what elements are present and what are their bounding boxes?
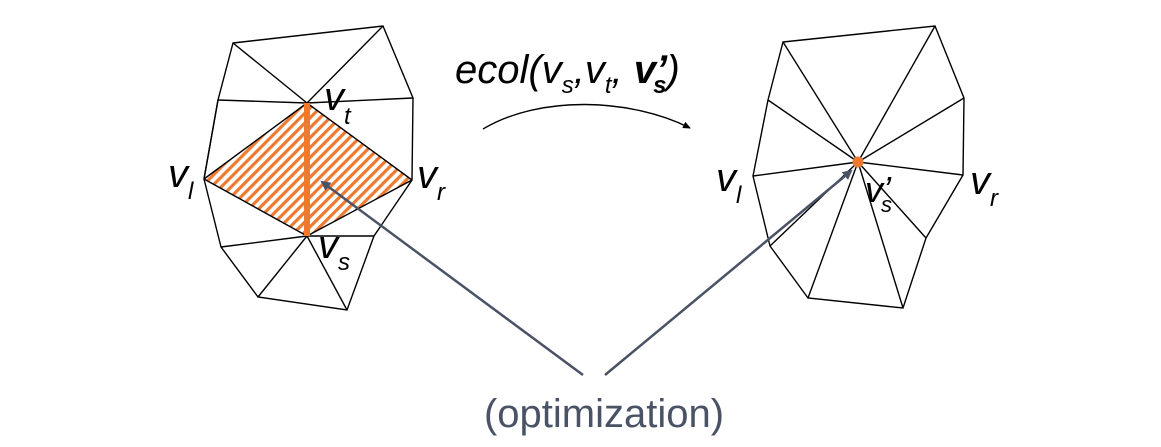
right-label-vl: vl [716, 156, 742, 209]
right-mesh-edges [752, 25, 965, 309]
optimization-arrow-right [604, 169, 853, 376]
operation-label: ecol(vs,vt, v’s) [455, 48, 680, 99]
left-label-vl: vl [168, 152, 194, 205]
optimization-arrow-left [320, 180, 584, 377]
left-label-vs: vs [318, 223, 350, 276]
optimization-caption: (optimization) [484, 392, 724, 436]
left-mesh-edges [203, 25, 414, 311]
left-label-vt: vt [324, 75, 352, 130]
left-label-vr: vr [417, 153, 446, 206]
left-mesh [203, 25, 414, 311]
right-label-vs-prime: v’s [865, 169, 892, 217]
new-vertex-dot [852, 156, 864, 168]
right-label-vr: vr [970, 159, 999, 212]
right-mesh [752, 25, 965, 309]
transition-arrow [482, 103, 691, 130]
